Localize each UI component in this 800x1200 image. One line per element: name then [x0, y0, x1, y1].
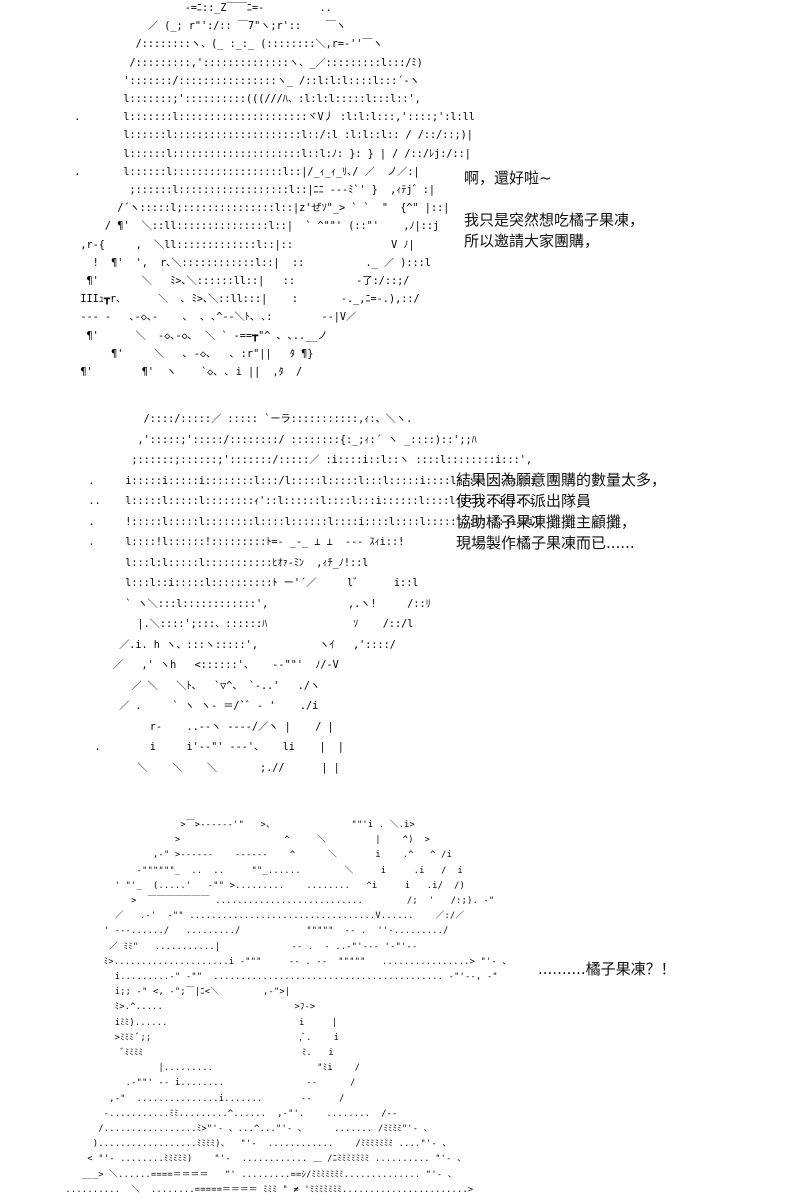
dialog-line: 現場製作橘子果凍而已...... [456, 534, 635, 552]
ascii-art-character-2: /::::/:::::／ ::::: `ーラ:::::::::::,ｨ:、＼ヽ.… [88, 414, 541, 774]
ascii-art-character-1: -=ﾆ::_Z￣￣ﾆ=- .. ／ (_; r"':/:: ￣7"ヽ;r':: … [74, 3, 475, 379]
dialog-line: 我只是突然想吃橘子果凍， [464, 211, 645, 229]
dialog-gap [464, 189, 644, 210]
dialog-line: ..........橘子果凍？！ [538, 960, 676, 978]
ascii-art-character-3: >￣>‐‐‐‐‐‐'" >、 ""'i . ＼.i> > ^ ＼ | ^) > … [65, 820, 508, 1195]
dialog-line: 啊，還好啦~ [464, 169, 552, 187]
dialog-line: 所以邀請大家團購， [464, 232, 600, 250]
dialog-line: 使我不得不派出隊員 [456, 492, 592, 510]
dialog-box-2: 結果因為願意團購的數量太多， 使我不得不派出隊員 協助橘子果凍攤攤主顧攤， 現場… [456, 470, 666, 554]
dialog-box-1: 啊，還好啦~ 我只是突然想吃橘子果凍， 所以邀請大家團購， [464, 168, 644, 252]
dialog-line: 結果因為願意團購的數量太多， [456, 471, 667, 489]
dialog-box-3: ..........橘子果凍？！ [538, 959, 676, 980]
dialog-line: 協助橘子果凍攤攤主顧攤， [456, 513, 637, 531]
